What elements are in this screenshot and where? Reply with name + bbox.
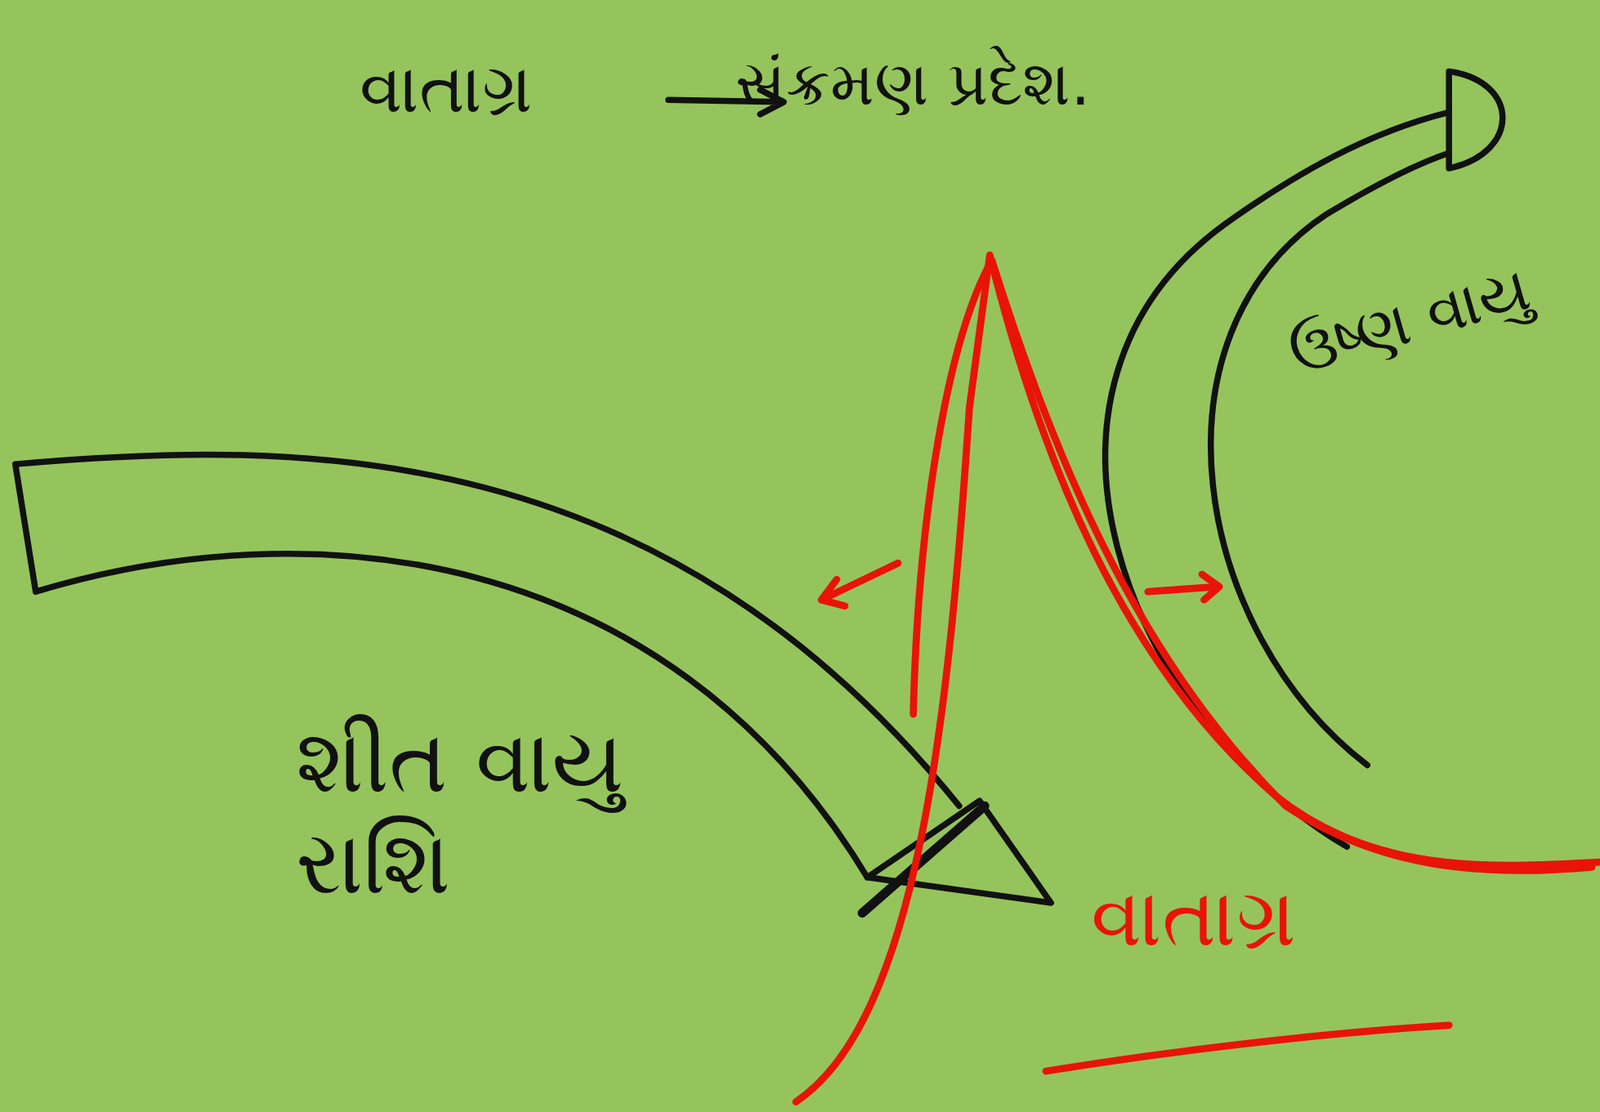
- warm-air-band: [1105, 111, 1449, 847]
- front-underline: [1045, 1025, 1449, 1072]
- cold-air-mass-label: શીત વાયુ રાશિ: [295, 710, 754, 914]
- front-peak-stroke: [913, 259, 1592, 871]
- warm-air-head: [1448, 71, 1503, 169]
- warm-air-label: ઉષ્ણ વાયુ: [1281, 252, 1538, 389]
- cold-air-band: [15, 454, 960, 877]
- front-term: વાતાગ્ર: [359, 49, 532, 129]
- spread-arrow-right: [1148, 574, 1220, 600]
- transition-zone-label: સંક્રમણ પ્રદેશ.: [735, 47, 1091, 119]
- front-label: વાતાગ્ર: [1090, 870, 1297, 965]
- front-peak: [795, 254, 1600, 1102]
- spread-arrow-left: [821, 563, 899, 606]
